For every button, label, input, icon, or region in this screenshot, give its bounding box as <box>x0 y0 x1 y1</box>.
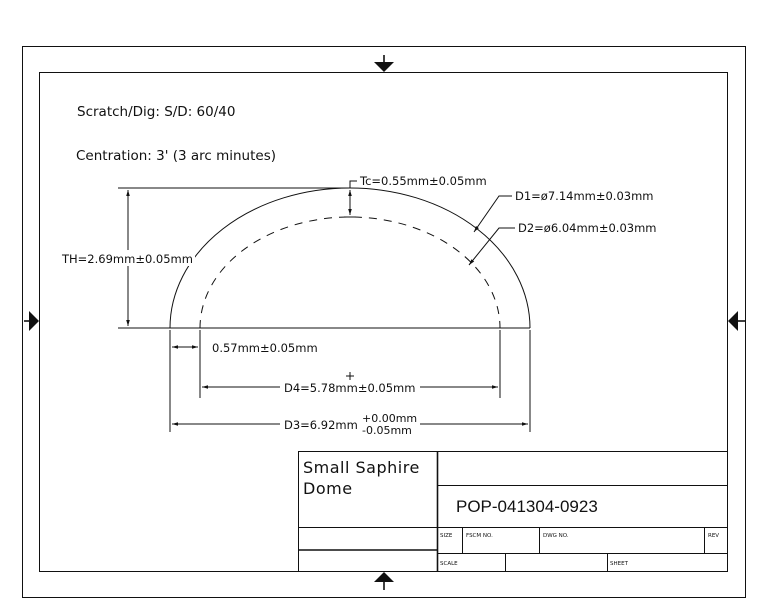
outer-border <box>22 46 746 598</box>
centering-arrow-right-icon <box>728 311 745 331</box>
tc-dimension: Tc=0.55mm±0.05mm <box>359 174 487 188</box>
d3-tolerance-plus: +0.00mm <box>362 412 417 425</box>
d3-tolerance-minus: -0.05mm <box>362 424 412 437</box>
dome-inner-profile <box>199 216 501 329</box>
drawing-title-line2: Dome <box>303 479 353 498</box>
rev-label: REV <box>708 533 719 539</box>
size-label: SIZE <box>440 533 453 539</box>
title-block <box>298 451 728 572</box>
d4-dimension: D4=5.78mm±0.05mm <box>284 381 415 395</box>
centration-note: Centration: 3' (3 arc minutes) <box>76 148 276 164</box>
sheet-label: SHEET <box>610 561 629 567</box>
d2-leader <box>468 227 515 266</box>
d2-dimension: D2=ø6.04mm±0.03mm <box>518 221 657 235</box>
scale-label: SCALE <box>440 561 458 567</box>
center-mark-icon <box>346 372 354 380</box>
part-number: POP-041304-0923 <box>456 497 598 516</box>
d1-dimension: D1=ø7.14mm±0.03mm <box>515 189 654 203</box>
fscm-label: FSCM NO. <box>466 533 493 539</box>
scratch-dig-note: Scratch/Dig: S/D: 60/40 <box>77 104 235 120</box>
d1-leader <box>473 195 512 233</box>
drawing-title-line1: Small Saphire <box>303 458 420 477</box>
centering-arrow-top-icon <box>374 55 394 72</box>
wall-dimension: 0.57mm±0.05mm <box>212 341 318 355</box>
centering-arrow-bottom-icon <box>374 572 394 590</box>
d3-dimension: D3=6.92mm <box>284 418 358 432</box>
dwg-no-label: DWG NO. <box>543 533 569 539</box>
centering-arrow-left-icon <box>24 311 39 331</box>
th-dimension: TH=2.69mm±0.05mm <box>61 252 193 266</box>
